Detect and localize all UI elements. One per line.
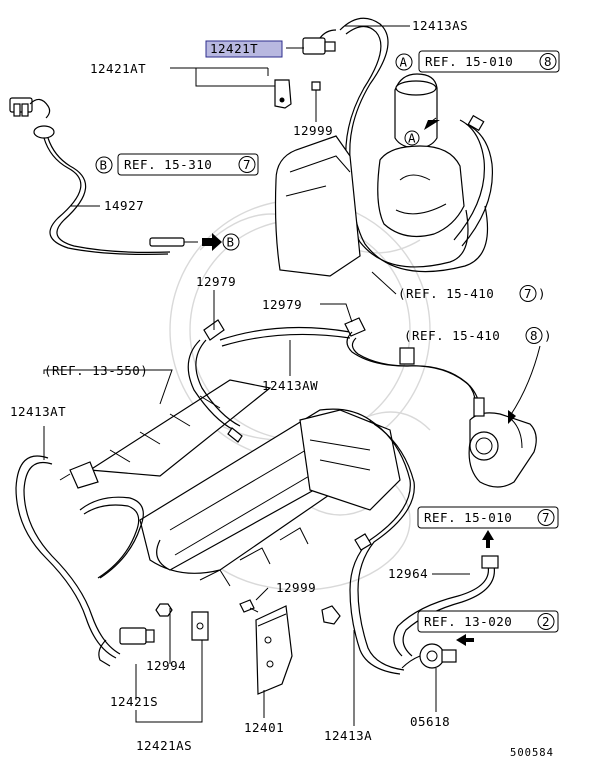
sensor-14927	[9, 97, 198, 255]
intake-manifold	[59, 317, 480, 587]
marker-b: B	[222, 233, 240, 251]
svg-text:A: A	[408, 131, 416, 146]
ref-15010-7-num: 7	[542, 510, 550, 525]
label-12413A[interactable]: 12413A	[324, 728, 372, 743]
ref-b-num: 7	[243, 157, 251, 172]
ref-15410-8-text: (REF. 15-410	[404, 328, 500, 343]
label-12421T[interactable]: 12421T	[210, 41, 258, 56]
ref-a-letter: A	[400, 55, 408, 70]
ref-a-text: REF. 15-010	[425, 54, 513, 69]
ref-a[interactable]: A REF. 15-010 8	[395, 50, 560, 73]
svg-text:): )	[544, 328, 552, 343]
lower-mid-assembly	[239, 419, 499, 695]
ref-15410-8[interactable]: (REF. 15-410 8 )	[404, 327, 552, 344]
ref-15010-7-text: REF. 15-010	[424, 510, 512, 525]
ref-13550[interactable]: (REF. 13-550)	[44, 363, 148, 378]
label-12401[interactable]: 12401	[244, 720, 284, 735]
arrow-up-15010	[482, 530, 494, 548]
arrow-to-b	[202, 233, 222, 251]
label-12979-left[interactable]: 12979	[196, 274, 236, 289]
label-12421AT[interactable]: 12421AT	[90, 61, 146, 76]
svg-text:B: B	[227, 235, 235, 250]
ref-15010-7[interactable]: REF. 15-010 7	[417, 506, 559, 529]
ref-15410-7[interactable]: (REF. 15-410 7 )	[398, 285, 546, 302]
label-12999-top[interactable]: 12999	[293, 123, 333, 138]
label-12413AT[interactable]: 12413AT	[10, 404, 66, 419]
ref-15410-7-num: 7	[524, 286, 532, 301]
label-12413AW[interactable]: 12413AW	[262, 378, 318, 393]
highlight-box	[205, 40, 283, 58]
svg-text:): )	[538, 286, 546, 301]
ref-13020-2-text: REF. 13-020	[424, 614, 512, 629]
marker-a: A	[404, 130, 420, 146]
ref-15410-8-num: 8	[530, 328, 538, 343]
ref-15410-7-text: (REF. 15-410	[398, 286, 494, 301]
label-12994[interactable]: 12994	[146, 658, 186, 673]
label-05618[interactable]: 05618	[410, 714, 450, 729]
label-12964[interactable]: 12964	[388, 566, 428, 581]
ref-b[interactable]: B REF. 15-310 7	[95, 153, 259, 176]
label-12413AS[interactable]: 12413AS	[412, 18, 468, 33]
valve-15410	[468, 345, 541, 488]
top-assembly	[274, 17, 494, 277]
leader-lines	[43, 25, 470, 726]
arrow-left-13020	[456, 634, 474, 646]
label-14927[interactable]: 14927	[104, 198, 144, 213]
ref-b-text: REF. 15-310	[124, 157, 212, 172]
label-12999-mid[interactable]: 12999	[276, 580, 316, 595]
label-12421AS[interactable]: 12421AS	[136, 738, 192, 753]
label-12421S[interactable]: 12421S	[110, 694, 158, 709]
ref-b-letter: B	[100, 158, 108, 173]
ref-13020-2[interactable]: REF. 13-020 2	[417, 610, 559, 633]
lower-left-assembly	[15, 455, 209, 667]
ref-13020-2-num: 2	[542, 614, 550, 629]
diagram-id: 500584	[510, 747, 554, 759]
label-12979-right[interactable]: 12979	[262, 297, 302, 312]
ref-a-num: 8	[544, 54, 552, 69]
